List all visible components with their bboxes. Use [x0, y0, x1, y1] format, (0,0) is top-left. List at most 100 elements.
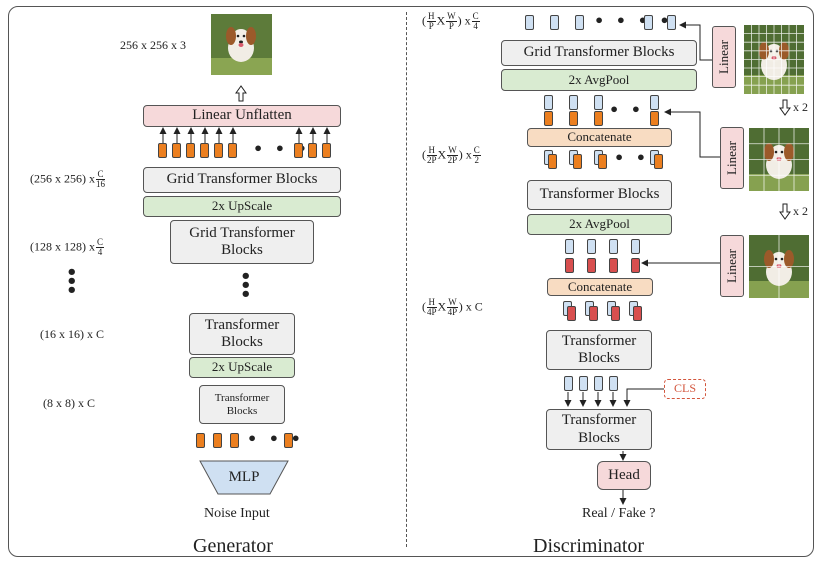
token [667, 15, 676, 30]
head-block: Head [597, 461, 651, 490]
dim-denominator: P [448, 21, 454, 31]
downscale-label-1: x 2 [793, 100, 808, 114]
token [565, 258, 574, 273]
transformer-blocks-bottom: Transformer Blocks [199, 385, 285, 424]
token [589, 306, 598, 321]
token [587, 258, 596, 273]
token [587, 239, 596, 254]
section-divider [406, 12, 407, 547]
token [564, 376, 573, 391]
token [308, 143, 317, 158]
token [594, 111, 603, 126]
dim-denominator: 2P [427, 155, 437, 165]
ellipsis: • • • [247, 429, 304, 448]
transformer-blocks-mid: Transformer Blocks [189, 313, 295, 355]
vertical-ellipsis-left: ••• [66, 262, 78, 301]
mlp-label: MLP [228, 469, 260, 486]
grid-transformer-blocks: Grid Transformer Blocks [501, 40, 697, 66]
dim-numerator: C [96, 169, 105, 180]
dim-numerator: W [447, 145, 458, 156]
token [548, 154, 557, 169]
token [172, 143, 181, 158]
figure-frame [8, 6, 814, 557]
grid-transformer-blocks-top: Grid Transformer Blocks [143, 167, 341, 193]
dim-denominator: 2P [447, 155, 458, 165]
token [322, 143, 331, 158]
token [544, 95, 553, 110]
dim-times: x [465, 147, 472, 162]
token [650, 111, 659, 126]
input-image-fine-grid [744, 25, 804, 94]
token [650, 95, 659, 110]
dim-denominator: 2 [474, 155, 479, 165]
avgpool-block-bottom: 2x AvgPool [527, 214, 672, 235]
token [525, 15, 534, 30]
token [598, 154, 607, 169]
dim-denominator: P [428, 21, 434, 31]
token [228, 143, 237, 158]
token [200, 143, 209, 158]
linear-block-1: Linear [712, 26, 736, 88]
token [594, 376, 603, 391]
dim-denominator: 4P [447, 307, 458, 317]
upscale-block-top: 2x UpScale [143, 196, 341, 217]
token [196, 433, 205, 448]
output-dim-label: 256 x 256 x 3 [120, 38, 186, 52]
dim-denominator: 4P [427, 307, 437, 317]
token [230, 433, 239, 448]
cls-token-box: CLS [664, 379, 706, 399]
linear-feed-arrows [641, 21, 722, 267]
noise-input-label: Noise Input [204, 506, 270, 521]
dim-prefix: (256 x 256) x [30, 171, 95, 186]
dim-numerator: H [427, 145, 437, 156]
dim-denominator: 4 [473, 21, 478, 31]
token [575, 15, 584, 30]
token [569, 111, 578, 126]
ellipsis: • • • • [594, 11, 673, 30]
token [569, 95, 578, 110]
token [644, 15, 653, 30]
token [609, 239, 618, 254]
token [214, 143, 223, 158]
ellipsis: • • [614, 148, 650, 167]
linear-label: Linear [724, 249, 740, 283]
dim-times: x C [465, 299, 483, 314]
token [654, 154, 663, 169]
token [213, 433, 222, 448]
discriminator-title: Discriminator [533, 535, 645, 557]
upscale-block-bottom: 2x UpScale [189, 357, 295, 378]
grid-transformer-blocks-mid: Grid Transformer Blocks [170, 220, 314, 264]
mlp-shape [199, 460, 289, 495]
avgpool-block-top: 2x AvgPool [501, 69, 697, 91]
token [573, 154, 582, 169]
dim-times: x [464, 13, 471, 28]
token [567, 306, 576, 321]
transformer-blocks-bottom: Transformer Blocks [546, 409, 652, 450]
downscale-label-2: x 2 [793, 204, 808, 218]
token [544, 111, 553, 126]
vertical-ellipsis-center: ••• [240, 266, 252, 305]
dim-numerator: W [447, 297, 458, 308]
token [579, 376, 588, 391]
transformer-blocks-top: Transformer Blocks [527, 180, 672, 210]
cls-input-arrows [564, 388, 664, 505]
unflatten-arrows [159, 127, 331, 143]
dim-prefix: (128 x 128) x [30, 239, 95, 254]
transformer-blocks-mid: Transformer Blocks [546, 330, 652, 370]
dim-label-8: (8 x 8) x C [43, 396, 95, 410]
dim-numerator: W [446, 11, 457, 22]
token [609, 258, 618, 273]
token [609, 376, 618, 391]
dim-numerator: C [471, 11, 480, 22]
dim-times: X [437, 147, 447, 162]
